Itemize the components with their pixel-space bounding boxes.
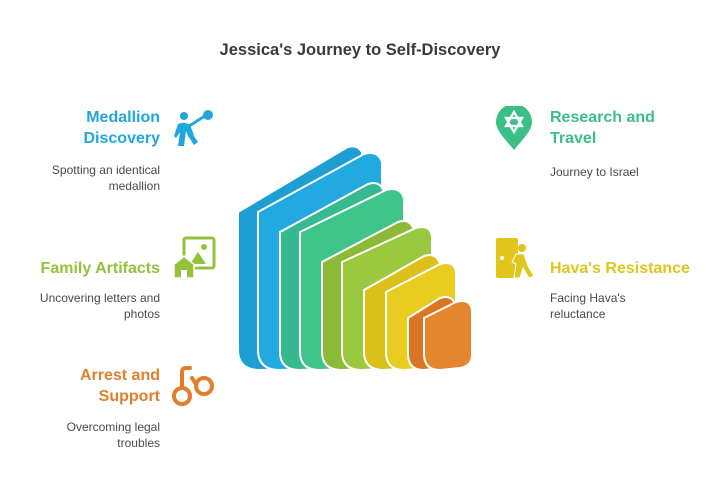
hiker-with-bindle-icon	[172, 108, 216, 148]
item-desc-arrest-and-support: Overcoming legal troubles	[66, 420, 160, 450]
person-exiting-door-icon	[494, 236, 540, 280]
item-desc-research-and-travel: Journey to Israel	[550, 165, 639, 179]
star-of-david-location-pin-icon	[494, 106, 534, 152]
item-desc-medallion-discovery: Spotting an identical medallion	[51, 163, 160, 193]
page-title: Jessica's Journey to Self-Discovery	[219, 41, 501, 59]
item-desc-family-artifacts: Uncovering letters and photos	[39, 291, 160, 321]
layer-orange-2	[423, 300, 473, 372]
item-label-medallion-discovery: Medallion Discovery	[83, 109, 161, 147]
item-desc-havas-resistance: Facing Hava's reluctance	[550, 291, 626, 321]
item-label-havas-resistance: Hava's Resistance	[550, 260, 690, 277]
handcuffs-icon	[170, 364, 218, 410]
stacked-layers-graphic	[237, 145, 473, 372]
home-photo-icon	[170, 236, 218, 280]
item-label-arrest-and-support: Arrest and Support	[79, 367, 160, 405]
item-label-family-artifacts: Family Artifacts	[40, 260, 160, 277]
item-label-research-and-travel: Research and Travel	[550, 109, 655, 147]
